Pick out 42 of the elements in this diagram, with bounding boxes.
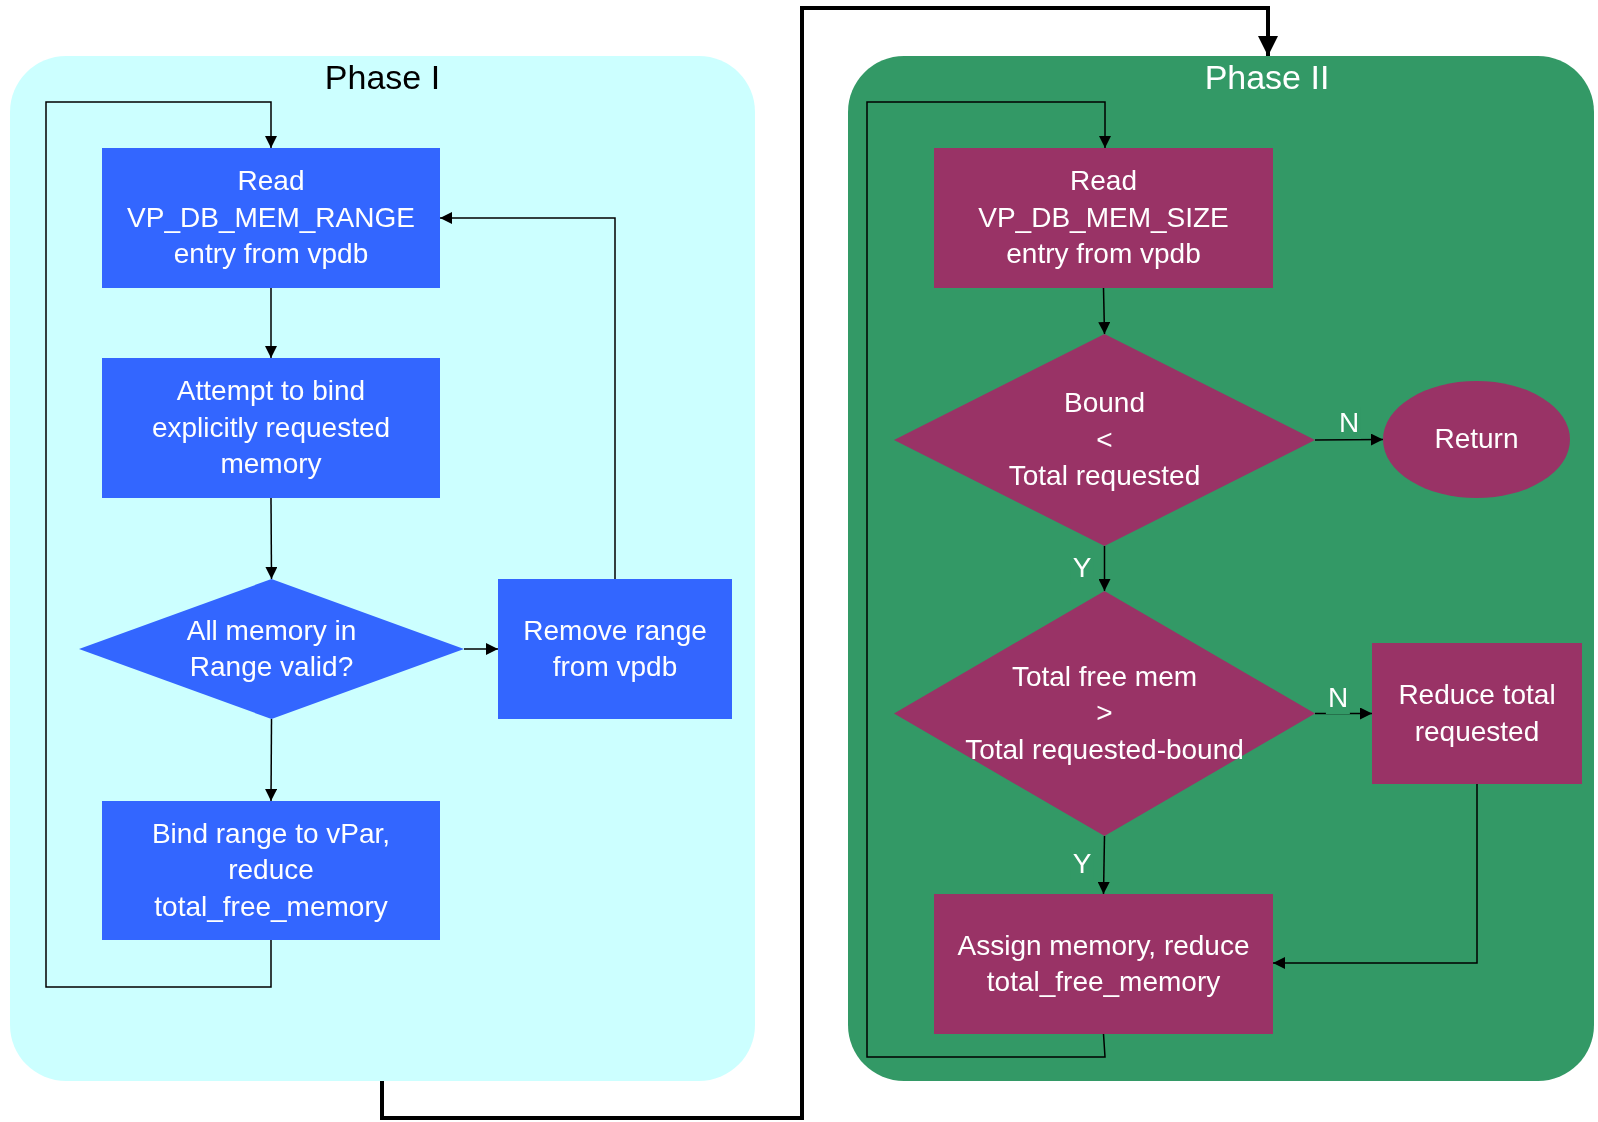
process-box (102, 801, 440, 940)
arrow (265, 497, 278, 580)
node-label: Attempt to bind explicitly requested memory (150, 374, 392, 482)
arrow (1314, 433, 1384, 446)
process-box (102, 148, 440, 288)
node-label: Total requested (1008, 459, 1201, 494)
arrow (265, 718, 278, 802)
process-box (934, 148, 1273, 288)
node-label: Total free mem (1011, 659, 1198, 694)
arrow (1098, 545, 1111, 592)
node-label: Assign memory, reduce total_free_memory (956, 928, 1251, 999)
arrow (439, 212, 616, 580)
arrow (45, 101, 277, 988)
arrow (463, 643, 499, 655)
node-label: < (1096, 422, 1113, 457)
process-box (934, 894, 1273, 1034)
process-box (102, 358, 440, 498)
arrow (1097, 835, 1110, 895)
node-label: Remove range from vpdb (522, 613, 708, 684)
decision-diamond (79, 579, 464, 719)
arrow (1272, 783, 1478, 969)
process-box (498, 579, 732, 719)
node-label: Read VP_DB_MEM_SIZE entry from vpdb (977, 164, 1230, 272)
process-box (1372, 643, 1582, 784)
panel-title: Phase I (323, 58, 442, 97)
node-label: Reduce total requested (1397, 678, 1557, 749)
panel-title: Phase II (1203, 58, 1331, 97)
arrow (380, 6, 1278, 1120)
node-label: Read VP_DB_MEM_RANGE entry from vpdb (126, 164, 416, 272)
node-label: Return (1434, 422, 1519, 457)
phase-panel (848, 56, 1594, 1081)
phase-panel (10, 56, 755, 1081)
node-label: All memory in Range valid? (185, 613, 358, 684)
arrow (265, 287, 277, 359)
decision-diamond (894, 334, 1315, 546)
node-label: Bound (1064, 386, 1145, 421)
node-label: > (1096, 696, 1113, 731)
node-label: Bind range to vPar, reduce total_free_memory (150, 816, 392, 924)
arrow (866, 101, 1111, 1058)
decision-diamond (894, 591, 1315, 836)
arrow (1098, 287, 1111, 335)
node-label: Total requested-bound (965, 732, 1244, 767)
